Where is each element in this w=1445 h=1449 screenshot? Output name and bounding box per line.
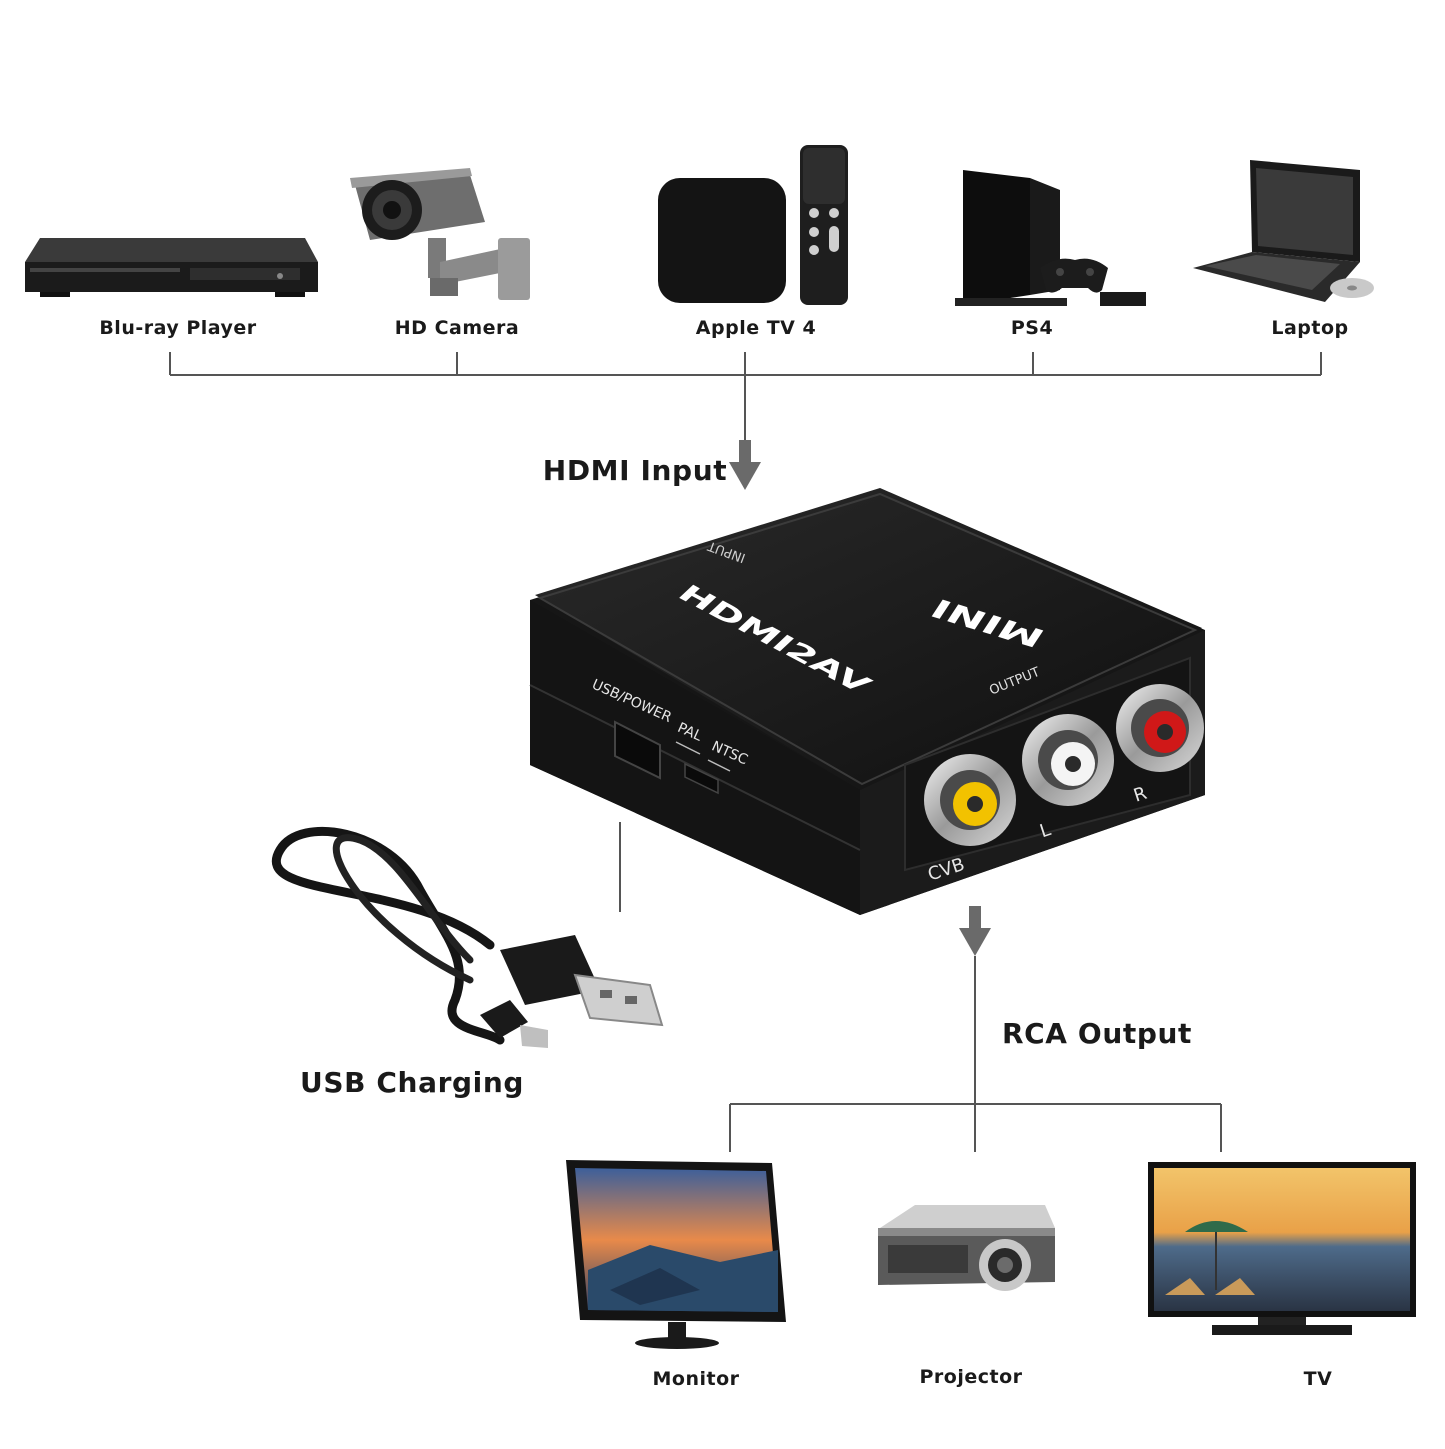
- usb-cable-icon: [272, 826, 664, 1048]
- ps4-console-icon: [955, 170, 1146, 306]
- rca-down-arrow-icon: [959, 906, 991, 956]
- input-label-laptop: Laptop: [1271, 317, 1349, 339]
- input-connector-lines: [169, 352, 1322, 440]
- cctv-camera-icon: [350, 168, 530, 300]
- laptop-icon: [1193, 160, 1374, 302]
- output-label-projector: Projector: [919, 1366, 1023, 1388]
- rca-output-label: RCA Output: [1001, 1017, 1193, 1050]
- bluray-player-icon: [25, 238, 318, 297]
- input-label-bluray: Blu-ray Player: [99, 317, 257, 339]
- tv-icon: [1148, 1162, 1416, 1335]
- output-connector-lines: [729, 956, 1222, 1152]
- input-label-apple-tv: Apple TV 4: [695, 317, 817, 339]
- input-label-hd-camera: HD Camera: [394, 317, 520, 339]
- hdmi-input-label: HDMI Input: [542, 454, 728, 487]
- output-label-monitor: Monitor: [652, 1368, 740, 1390]
- rca-jack-white: [1022, 714, 1114, 806]
- monitor-icon: [566, 1160, 786, 1349]
- output-label-tv: TV: [1303, 1368, 1333, 1390]
- apple-tv-icon: [658, 145, 848, 305]
- projector-icon: [878, 1205, 1055, 1291]
- rca-jack-red: [1116, 684, 1204, 772]
- hdmi2av-adapter: MINI HDMI2AV INPUT OUTPUT USB/POWER PAL …: [529, 488, 1205, 915]
- usb-charging-label: USB Charging: [300, 1066, 524, 1099]
- input-label-ps4: PS4: [1010, 317, 1054, 339]
- down-arrow-icon: [729, 440, 761, 490]
- rca-jack-yellow: [924, 754, 1016, 846]
- jack-right-label: R: [1131, 783, 1149, 807]
